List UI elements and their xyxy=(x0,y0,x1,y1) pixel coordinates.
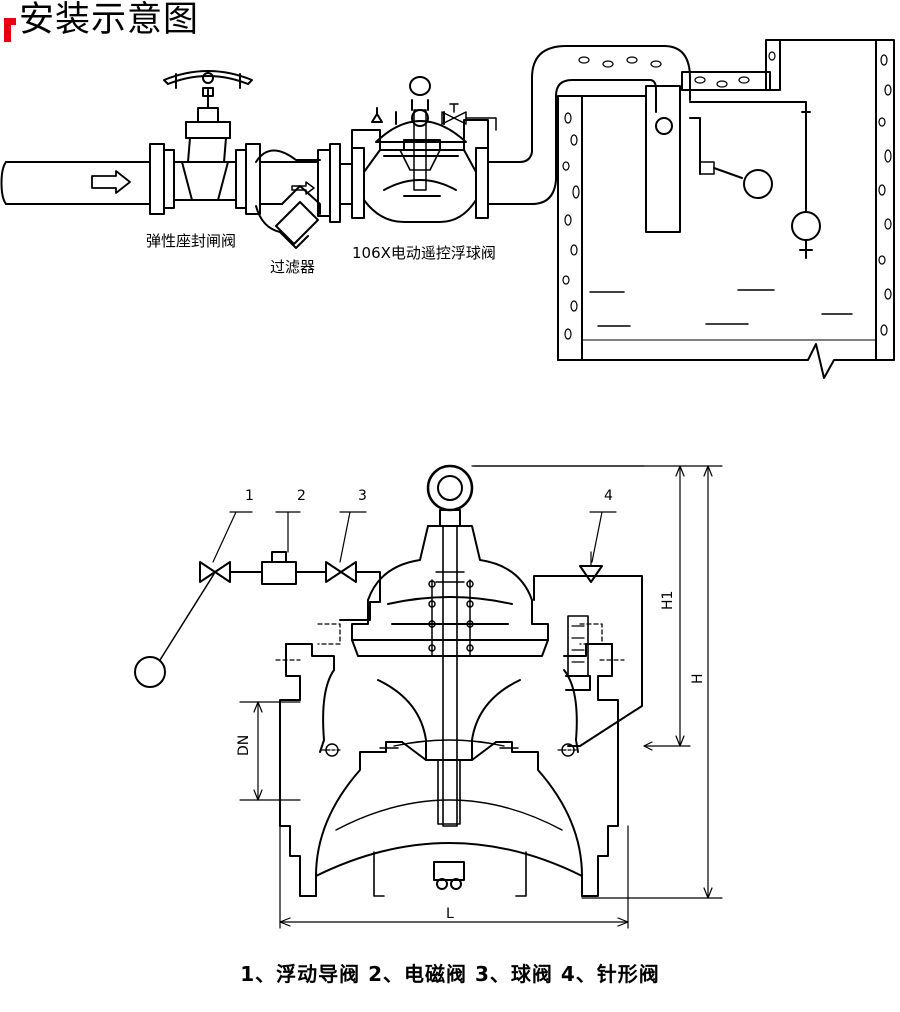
label-main-valve: 106X电动遥控浮球阀 xyxy=(352,244,496,262)
gate-valve xyxy=(149,70,261,215)
valve-body xyxy=(275,643,625,897)
label-gate-valve: 弹性座封闸阀 xyxy=(146,232,236,250)
callout-2: 2 xyxy=(297,488,306,504)
header-accent-bar xyxy=(4,18,11,42)
float-pilot-valve xyxy=(565,615,591,691)
pipe-gate-to-filter xyxy=(259,161,319,205)
tank-float-assembly xyxy=(689,101,821,259)
callout-4: 4 xyxy=(604,488,613,504)
valve-section-drawing: 1 2 3 4 xyxy=(134,464,723,929)
callout-1: 1 xyxy=(245,488,254,504)
parts-legend: 1、浮动导阀 2、电磁阀 3、球阀 4、针形阀 xyxy=(240,962,660,986)
outlet-riser-pipe xyxy=(487,45,691,233)
dim-label-h: H xyxy=(690,673,706,684)
dim-label-h1: H1 xyxy=(660,591,676,610)
label-filter: 过滤器 xyxy=(270,258,315,276)
float-valve-schematic xyxy=(351,76,497,223)
dim-label-l: L xyxy=(446,906,454,922)
dimension-lines xyxy=(239,465,723,929)
header: 安装示意图 xyxy=(0,0,300,44)
pipe-filter-to-valve xyxy=(339,163,353,205)
water-tank xyxy=(557,39,895,379)
pilot-pipeline xyxy=(134,551,643,747)
y-strainer xyxy=(255,143,341,249)
installation-schematic: 弹性座封闸阀 过滤器 106X电动遥控浮球阀 xyxy=(0,39,895,379)
page-title: 安装示意图 xyxy=(19,0,200,40)
header-accent-mark xyxy=(4,18,16,42)
header-accent-cap xyxy=(4,18,16,25)
valve-bonnet xyxy=(317,525,603,827)
dim-label-dn: DN xyxy=(236,735,252,756)
inlet-pipe xyxy=(0,161,151,205)
callout-3: 3 xyxy=(358,488,367,504)
